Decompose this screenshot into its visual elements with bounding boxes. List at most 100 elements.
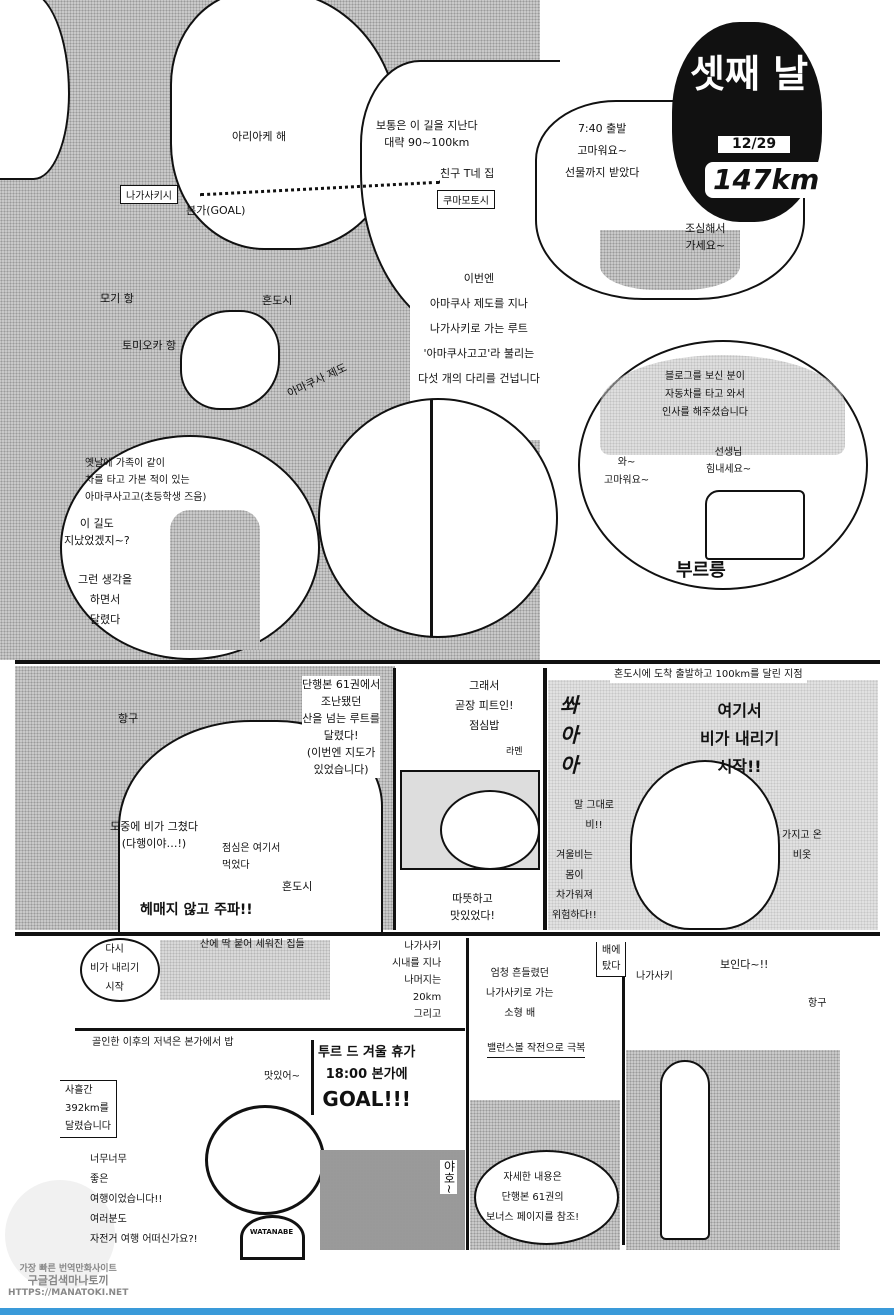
nagasaki-city-label: 나가사키시 [120,185,178,204]
memory-thought: 그런 생각을 하면서 달렸다 [78,570,132,630]
bridge-bubble-divider [430,400,433,636]
lunch-caption: 그래서 곧장 피트인! 점심밥 [455,676,514,736]
watermark-text: 가장 빠른 번역만화사이트 구글검색마나토끼 HTTPS://MANATOKI.… [8,1263,128,1299]
raincoat-line: 가지고 온 [782,830,822,841]
lunch-line: 그래서 [469,679,500,692]
rain-sfx: 쏴 아 아 [560,690,578,780]
tier-divider-1 [15,660,880,664]
bridge-bubble [318,398,558,638]
details-line: 자세한 내용은 [503,1172,562,1183]
city-line: 나머지는 [404,975,442,986]
ramen-bowl [440,790,540,870]
panel-divider [466,938,469,1250]
panel-divider [311,1040,314,1115]
boat-line: 소형 배 [504,1008,536,1019]
route-note-line: 아마쿠사 제도를 지나 [429,297,528,310]
harbor-label-bottom: 항구 [808,998,827,1009]
friend-house-label: 친구 T네 집 [440,167,495,180]
ramen-label: 라멘 [506,747,523,757]
total-line: 392km를 [65,1103,109,1114]
city-line: 20km [412,992,442,1003]
rider-speech-line: 와~ [617,457,636,468]
details-bubble [474,1150,619,1245]
details-line: 단행본 61권의 [501,1192,564,1203]
winter-rain-line: 겨울비는 [556,850,593,861]
panel-divider [75,1028,465,1031]
be-careful-line: 조심해서 [685,222,726,235]
memory-thought-line: 하면서 [89,593,121,606]
warm-line: 따뜻하고 [452,892,493,905]
closing-note: 너무너무 좋은 여행이었습니다!! 여러분도 자전거 여행 어떠신가요?! [90,1150,198,1250]
watermark-line: HTTPS://MANATOKI.NET [8,1288,129,1298]
balance-note: 밸런스볼 작전으로 극복 [487,1040,586,1058]
winter-rain-line: 몸이 [565,870,584,881]
departure-text: 7:40 출발 고마워요~ 선물까지 받았다 [565,118,639,184]
rain-start-line: 여기서 [717,701,762,720]
winter-rain-line: 위험하다!! [552,910,597,921]
mountain-line: 단행본 61권에서 [302,678,381,691]
visible-shout: 보인다~!! [720,958,769,971]
car-caption-line: 자동차를 타고 와서 [665,389,745,400]
rider-speech: 와~ 고마워요~ [604,454,649,490]
rain-caption: 혼도시에 도착 출발하고 100km를 달린 지점 [610,666,807,683]
panel-divider [543,668,547,930]
rain-again-bubble [80,938,160,1002]
warm-tasty: 따뜻하고 맛있었다! [450,890,495,924]
memory-thought-line: 그런 생각을 [78,573,133,586]
mountain-line: (이번엔 지도가 [306,746,376,759]
lunch-here-line: 점심은 여기서 [222,843,281,854]
thanks-text: 고마워요~ [577,144,628,157]
nagasaki-label: 나가사키 [636,971,673,982]
map-land-amakusa [180,310,280,410]
memory-text: 옛날에 가족이 같이 차를 타고 가본 적이 있는 아마쿠사고고(초등학생 즈음… [85,455,206,506]
route-note: 이번엔 아마쿠사 제도를 지나 나가사키로 가는 루트 '아마쿠사고고'라 불리… [418,266,540,391]
boarded-line: 배에 [602,945,621,956]
mountain-line: 있었습니다) [313,763,369,776]
car-caption-line: 블로그를 보신 분이 [665,371,745,382]
home-goal-label: 본가(GOAL) [186,204,246,217]
literally-line: 비!! [585,820,603,831]
rain-again: 다시 비가 내리기 시작 [90,940,139,997]
boat-line: 나가사키로 가는 [486,988,554,999]
goal-big: GOAL!!! [322,1087,411,1111]
total-line: 사흘간 [65,1085,93,1096]
tasty-speech: 맛있어~ [264,1071,300,1082]
lunch-here-note: 점심은 여기서 먹었다 [222,840,280,874]
goal-caption: 투르 드 겨울 휴가 18:00 본가에 GOAL!!! [318,1042,415,1112]
mogi-port-label: 모기 항 [100,292,134,305]
watermark-circle [5,1180,115,1290]
goal-line: 18:00 본가에 [325,1067,408,1082]
rider-speech-line: 고마워요~ [604,475,650,486]
mountain-line: 산을 넘는 루트를 [302,712,381,725]
memory-question-line: 이 길도 [79,517,114,530]
author-face [205,1105,325,1215]
car-sfx: 부르릉 [676,560,726,581]
departure-time: 7:40 출발 [577,122,627,135]
mountain-line: 달렸다! [323,729,359,742]
closing-line: 좋은 [90,1174,109,1185]
tier-divider-2 [15,932,880,936]
memory-question: 이 길도 지났었겠지~? [64,515,130,549]
closing-line: 자전거 여행 어떠신가요?! [90,1234,198,1245]
lunch-line: 점심밥 [469,719,500,732]
memory-line: 옛날에 가족이 같이 [85,458,165,469]
van-drawing [705,490,805,560]
hondo-label: 혼도시 [262,294,293,307]
cyclist-back [660,1060,710,1240]
memory-question-line: 지났었겠지~? [64,534,130,547]
rain-again-line: 비가 내리기 [90,963,140,974]
closing-line: 여러분도 [90,1214,127,1225]
route-note-line: 이번엔 [463,272,495,285]
route-note-line: 나가사키로 가는 루트 [429,322,528,335]
panel-divider [393,668,396,930]
boarded-line: 탔다 [602,961,621,972]
day-title: 셋째 날 [690,52,809,96]
be-careful-text: 조심해서 가세요~ [685,220,725,254]
car-caption: 블로그를 보신 분이 자동차를 타고 와서 인사를 해주셨습니다 [662,368,748,422]
gift-text: 선물까지 받았다 [565,166,640,179]
winter-rain-note: 겨울비는 몸이 차가워져 위험하다!! [552,846,597,926]
route-note-line: '아마쿠사고고'라 불리는 [423,347,535,360]
memory-road [170,510,260,650]
mountain-route-note: 단행본 61권에서 조난됐던 산을 넘는 루트를 달렸다! (이번엔 지도가 있… [302,676,381,778]
memory-line: 차를 타고 가본 적이 있는 [85,475,190,486]
